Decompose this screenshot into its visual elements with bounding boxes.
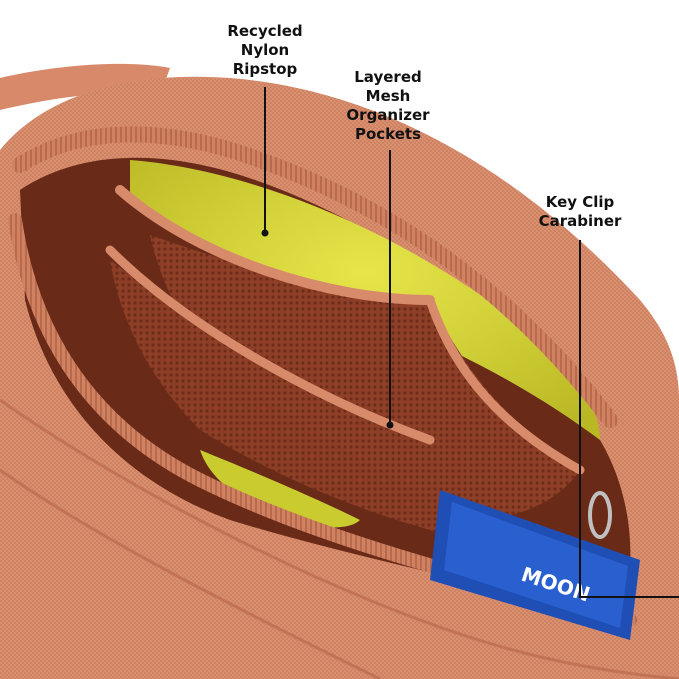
mesh-pocket-back xyxy=(150,235,580,520)
callout-mesh-pockets: Layered Mesh Organizer Pockets xyxy=(346,68,430,143)
zipper-top xyxy=(12,126,618,428)
lining-lower xyxy=(200,450,360,528)
strap xyxy=(0,63,170,110)
callout-key-clip: Key Clip Carabiner xyxy=(538,193,622,230)
key-clip xyxy=(588,491,612,539)
callout-recycled-nylon: Recycled Nylon Ripstop xyxy=(227,22,303,78)
callout-line-3 xyxy=(579,240,679,598)
mesh-pocket-front xyxy=(110,260,470,540)
